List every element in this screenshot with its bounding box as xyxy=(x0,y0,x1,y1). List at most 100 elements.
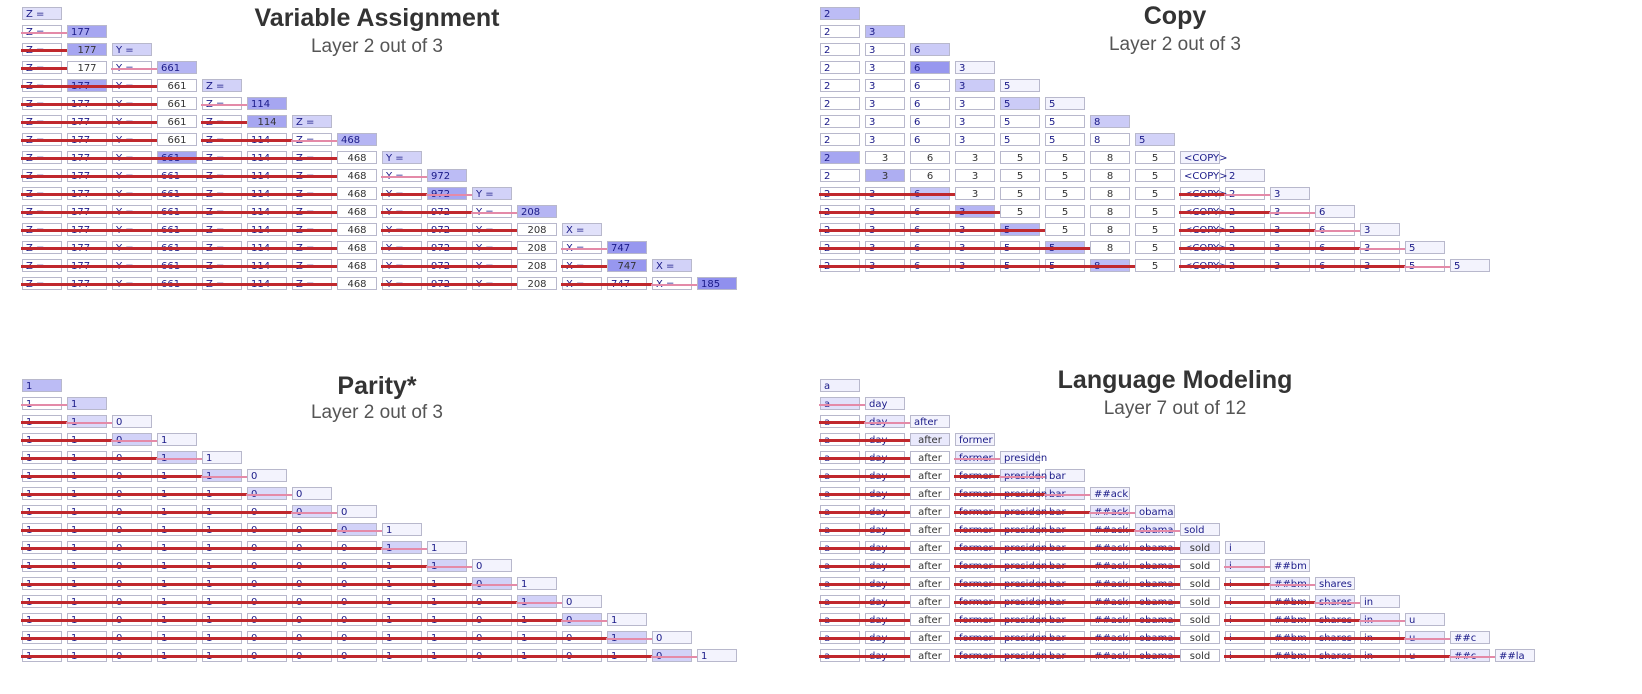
token-text: 8 xyxy=(1106,225,1114,236)
token-cell: 2 xyxy=(1224,187,1270,200)
strike-line xyxy=(21,67,67,70)
token-text: 3 xyxy=(959,135,966,146)
strike-line xyxy=(1224,601,1270,604)
token-cell: Y = xyxy=(111,133,157,146)
token-text: 5 xyxy=(1151,207,1159,218)
token-cell: Y = xyxy=(471,241,517,254)
strike-line xyxy=(201,655,247,658)
token-cell: 6 xyxy=(909,241,955,254)
token-cell: 972 xyxy=(426,277,472,290)
token-cell: 0 xyxy=(336,541,382,554)
token-cell: Z = xyxy=(201,133,247,146)
token-cell: obama xyxy=(1134,631,1180,644)
token-cell: 0 xyxy=(562,595,602,608)
strike-line xyxy=(156,175,202,178)
token-cell: 1 xyxy=(202,451,242,464)
token-cell: 2 xyxy=(820,115,860,128)
token-cell: Z = xyxy=(21,115,67,128)
token-cell: 5 xyxy=(1000,133,1040,146)
token-cell: 1 xyxy=(201,613,247,626)
token-cell: 177 xyxy=(66,169,112,182)
token-cell: Z = xyxy=(21,97,67,110)
token-cell: 177 xyxy=(66,205,112,218)
token-cell: 177 xyxy=(67,43,107,56)
strike-line xyxy=(336,547,382,550)
token-cell: 1 xyxy=(156,631,202,644)
strike-line xyxy=(999,229,1045,232)
token-cell: 3 xyxy=(954,205,1000,218)
token-cell: 0 xyxy=(291,541,337,554)
token-cell: Y = xyxy=(111,151,157,164)
strike-line xyxy=(246,619,292,622)
token-text: 3 xyxy=(959,117,966,128)
strike-line xyxy=(111,229,157,232)
token-cell: 661 xyxy=(157,61,197,74)
token-cell: bar xyxy=(1044,505,1090,518)
token-cell: a xyxy=(819,577,865,590)
token-text: 1 xyxy=(611,615,618,626)
token-cell: a xyxy=(820,379,860,392)
strike-line xyxy=(819,547,865,550)
token-cell: 5 xyxy=(1000,79,1040,92)
token-cell: 3 xyxy=(865,79,905,92)
token-cell: 0 xyxy=(247,469,287,482)
token-cell: 8 xyxy=(1090,169,1130,182)
token-cell: obama xyxy=(1134,523,1180,536)
token-cell: 1 xyxy=(21,559,67,572)
token-cell: ##ack xyxy=(1089,649,1135,662)
token-cell: Z = xyxy=(291,277,337,290)
strike-line xyxy=(201,547,247,550)
strike-line xyxy=(561,637,607,640)
token-cell: 3 xyxy=(1269,205,1315,218)
token-cell: a xyxy=(819,415,865,428)
token-text: 3 xyxy=(1274,189,1281,200)
token-cell: 468 xyxy=(337,169,377,182)
strike-line xyxy=(999,547,1045,550)
strike-line xyxy=(246,229,292,232)
token-cell: 1 xyxy=(66,487,112,500)
strike-line xyxy=(819,565,865,568)
token-cell: 1 xyxy=(381,613,427,626)
token-cell: 8 xyxy=(1090,115,1130,128)
token-cell: 468 xyxy=(337,241,377,254)
strike-line xyxy=(21,49,67,52)
token-cell: ##bm xyxy=(1269,595,1315,608)
token-text: X = xyxy=(656,261,675,272)
token-cell: 5 xyxy=(1135,187,1175,200)
token-text: 2 xyxy=(824,45,831,56)
token-cell: Z = xyxy=(291,151,337,164)
token-cell: bar xyxy=(1044,487,1090,500)
strike-line xyxy=(909,229,955,232)
strike-line xyxy=(66,265,112,268)
token-cell: 468 xyxy=(337,151,377,164)
token-cell: after xyxy=(910,505,950,518)
strike-line xyxy=(954,565,1000,568)
token-cell: ##ack xyxy=(1089,541,1135,554)
strike-line xyxy=(561,248,607,250)
strike-line xyxy=(111,283,157,286)
token-cell: presiden xyxy=(999,595,1047,608)
token-cell: 177 xyxy=(67,25,107,38)
strike-line xyxy=(111,565,157,568)
token-cell: 1 xyxy=(21,613,67,626)
strike-line xyxy=(471,637,517,640)
token-cell: 3 xyxy=(954,259,1000,272)
strike-line xyxy=(201,283,247,286)
token-cell: 1 xyxy=(156,487,202,500)
strike-line xyxy=(66,229,112,232)
token-cell: Y = xyxy=(381,259,427,272)
token-cell: sold xyxy=(1180,649,1220,662)
token-text: 468 xyxy=(341,135,361,146)
token-text: day xyxy=(869,399,888,410)
token-text: after xyxy=(918,507,942,518)
token-cell: 0 xyxy=(246,631,292,644)
token-cell: ##c xyxy=(1450,631,1490,644)
strike-line xyxy=(1089,512,1135,514)
token-text: ##bm xyxy=(1274,561,1307,572)
strike-line xyxy=(66,422,112,424)
token-cell: 2 xyxy=(820,169,860,182)
strike-line xyxy=(66,493,112,496)
token-cell: 1 xyxy=(607,613,647,626)
token-cell: Y = xyxy=(111,259,157,272)
strike-line xyxy=(864,422,910,424)
